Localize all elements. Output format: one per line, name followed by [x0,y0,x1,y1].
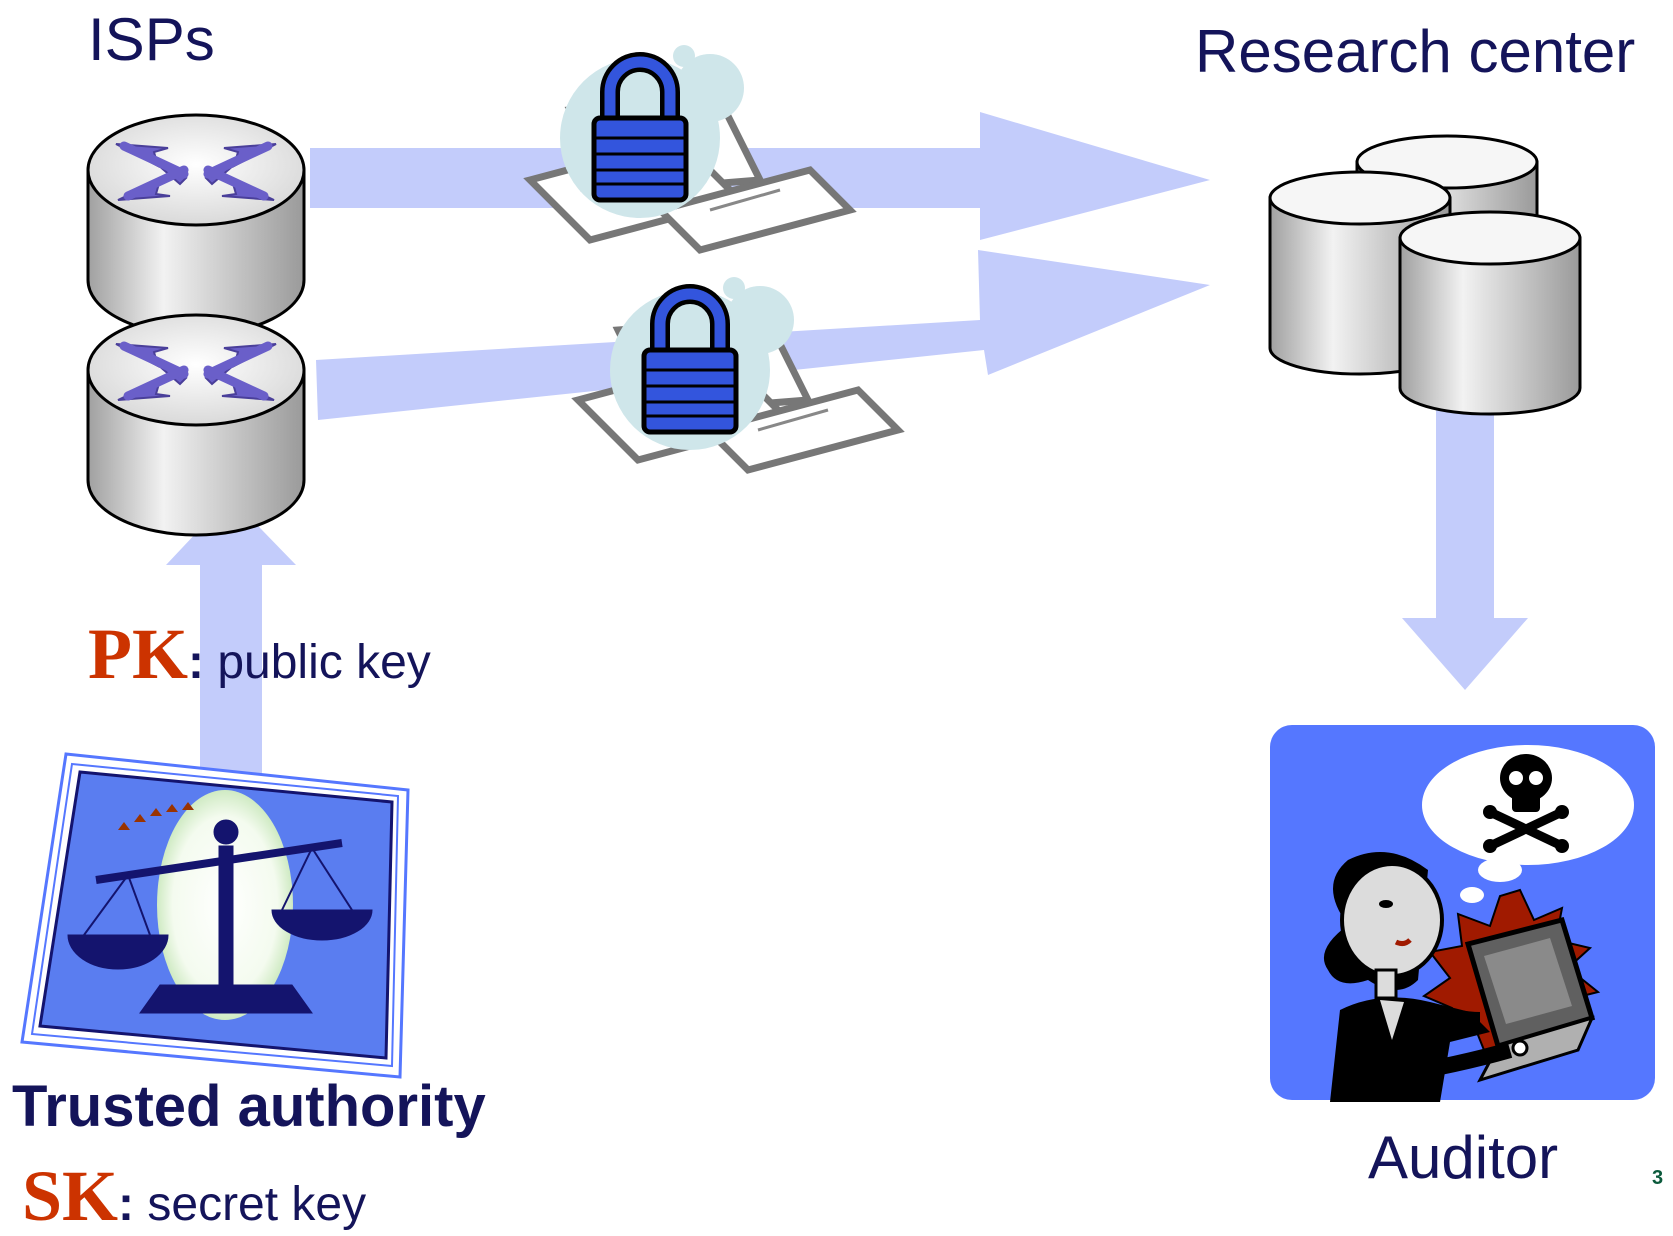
pk-description: public key [217,636,431,689]
arrow-research-to-auditor [1402,395,1528,690]
encrypted-document-group [530,45,850,250]
database-icon [1268,134,1582,416]
router-icon [88,315,304,535]
pk-abbreviation: PK [88,614,188,694]
secret-key-label: SK: secret key [22,1160,366,1232]
pk-separator: : [187,636,204,689]
public-key-label: PK: public key [88,618,431,690]
auditor-illustration [1270,725,1655,1102]
skull-crossbones-icon [1483,754,1569,853]
router-icon [88,115,304,335]
person-icon [1323,852,1529,1102]
sk-description: secret key [147,1178,367,1231]
sk-abbreviation: SK [22,1156,119,1236]
sk-separator: : [118,1178,135,1231]
research-center-label: Research center [1195,18,1636,85]
isps-label: ISPs [88,6,215,73]
auditor-label: Auditor [1368,1124,1559,1191]
encrypted-document-group [578,277,898,470]
arrow-authority-to-isp [166,497,296,775]
page-number: 3 [1652,1167,1664,1189]
scales-of-justice-icon [20,752,410,1079]
trusted-authority-label: Trusted authority [12,1074,486,1139]
